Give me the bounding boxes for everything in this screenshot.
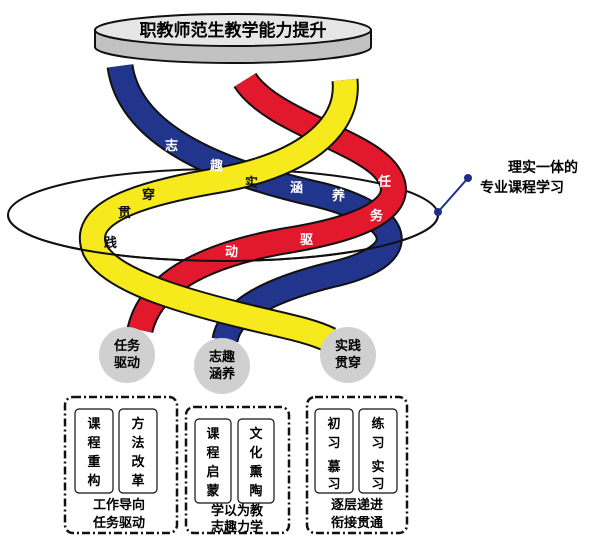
box-caption-line2: 志趣力学 [211,519,263,535]
node-label-line2: 贯穿 [335,355,361,371]
box-char: 课 [87,417,101,432]
box-char: 习 [371,477,384,492]
node-label-line1: 实践 [335,338,361,354]
node-label-line1: 任务 [113,338,141,354]
box-char: 练 [371,416,384,432]
box-caption-line2: 任务驱动 [92,515,145,531]
box-char: 习 [371,436,384,451]
blue-ribbon-char: 志 [165,138,178,154]
box-char: 习 [327,477,340,492]
red-ribbon-text: 任 务 驱 动 [225,174,391,260]
box-char: 程 [87,436,100,451]
box-task-driven: 课 程 重 构 方 法 改 革 工作导向 任务驱动 [63,395,179,535]
box-caption-line1: 学以为教 [211,503,264,519]
box-char: 实 [371,459,384,475]
red-ribbon-char: 动 [225,245,238,260]
blue-ribbon-char: 养 [331,188,346,204]
box-char: 重 [87,454,100,470]
box-char: 文 [249,426,263,442]
side-label-pointer [434,174,472,216]
node-label-line2: 驱动 [114,356,140,371]
red-ribbon-char: 任 [377,174,391,190]
red-ribbon-char: 驱 [300,233,313,248]
node-practice-throughout: 实践 贯穿 [320,327,376,383]
box-char: 习 [327,436,340,451]
side-label-line1: 理实一体的 [508,159,578,176]
box-char: 课 [206,427,220,442]
yellow-ribbon-char: 实 [245,175,258,191]
side-label-line2: 专业课程学习 [480,179,564,196]
box-caption-line2: 衔接贯通 [331,515,383,531]
box-char: 启 [206,464,219,480]
box-char: 陶 [249,483,262,499]
top-disk: 职教师范生教学能力提升 [94,13,372,64]
blue-ribbon-char: 趣 [209,158,224,174]
blue-ribbon-char: 涵 [290,181,303,196]
node-label-line2: 涵养 [209,366,236,382]
yellow-ribbon-char: 贯 [118,205,131,221]
box-char: 初 [327,416,340,432]
yellow-ribbon-char: 践 [104,235,117,251]
diagram-title: 职教师范生教学能力提升 [140,20,327,41]
box-char: 蒙 [206,483,219,499]
node-task-driven: 任务 驱动 [99,327,155,383]
box-char: 慕 [326,459,340,475]
node-interest-cultivation: 志趣 涵养 [194,338,250,394]
yellow-ribbon-char: 穿 [142,187,155,203]
box-char: 化 [249,445,262,461]
course-plane-front-arc [7,214,439,262]
red-ribbon-char: 务 [370,208,384,224]
box-char: 改 [131,454,145,470]
node-label-line1: 志趣 [209,349,236,365]
box-char: 方 [131,416,144,432]
yellow-ribbon-text: 践 贯 穿 实 [104,175,258,251]
box-char: 程 [206,446,219,461]
box-caption-line1: 逐层递进 [331,497,383,513]
box-char: 构 [87,473,100,489]
box-char: 革 [131,473,144,489]
blue-ribbon-text: 志 趣 涵 养 [165,138,346,204]
box-char: 熏 [249,464,262,480]
box-practice-throughout: 初 习 慕 习 练 习 实 习 逐层递进 衔接贯通 [305,395,409,535]
box-caption-line1: 工作导向 [93,497,145,513]
box-char: 法 [131,435,144,451]
box-interest-cultivation: 课 程 启 蒙 文 化 熏 陶 学以为教 志趣力学 [184,405,291,535]
